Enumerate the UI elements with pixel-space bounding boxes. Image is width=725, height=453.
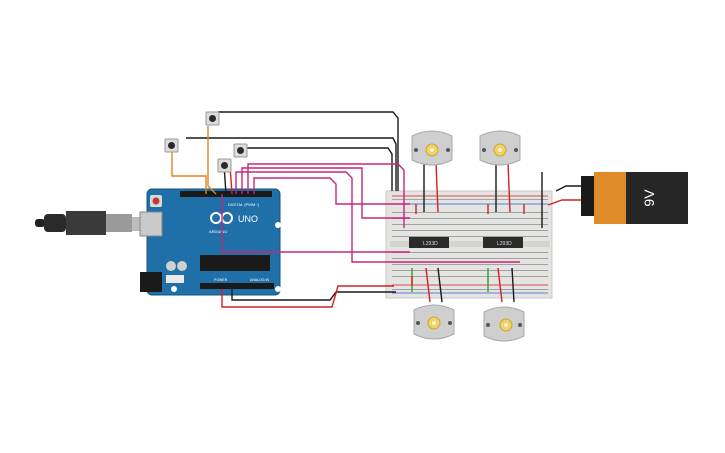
uno-label: UNO xyxy=(238,214,258,224)
wires xyxy=(171,111,585,308)
analog-header-label: ANALOG IN xyxy=(250,278,270,282)
battery-label: 9V xyxy=(641,189,657,207)
driver-1-label: L293D xyxy=(423,241,438,247)
motor-driver-chip-1[interactable]: L293D xyxy=(409,237,449,248)
breadboard-holes xyxy=(392,199,548,290)
driver-2-label: L293D xyxy=(497,241,512,247)
push-button-1[interactable] xyxy=(205,111,220,126)
digital-header-label: DIGITAL (PWM~) xyxy=(228,202,260,207)
dc-motor-2[interactable] xyxy=(479,130,521,166)
motor-driver-chip-2[interactable]: L293D xyxy=(483,237,523,248)
power-header-label: POWER xyxy=(214,278,228,282)
push-button-4[interactable] xyxy=(217,158,232,173)
arduino-uno-board[interactable]: UNO ARDUINO DIGITAL (PWM~) POWER ANALOG … xyxy=(139,188,281,296)
arduino-brand: ARDUINO xyxy=(209,229,227,234)
dc-motor-4[interactable] xyxy=(483,306,525,342)
battery-9v[interactable]: 9V xyxy=(581,172,688,224)
push-button-2[interactable] xyxy=(164,138,179,153)
dc-motor-3[interactable] xyxy=(413,304,455,340)
dc-motor-1[interactable] xyxy=(411,130,453,166)
push-button-3[interactable] xyxy=(233,143,248,158)
